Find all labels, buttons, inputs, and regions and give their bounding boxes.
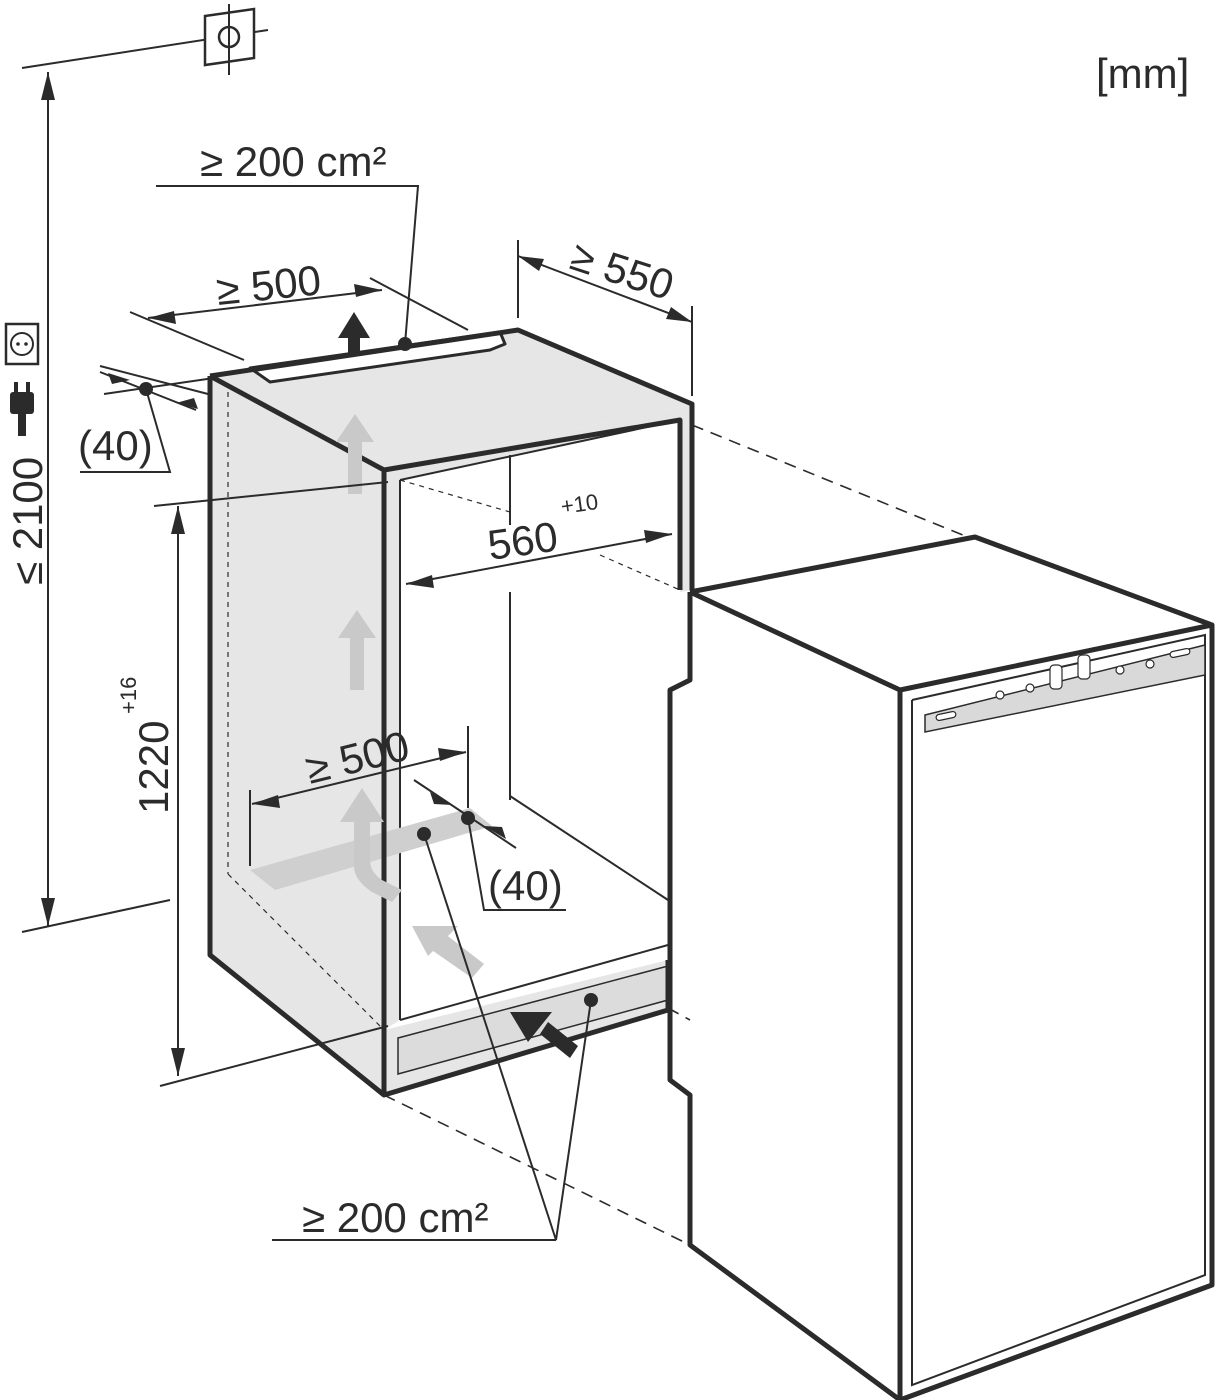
cabinet-niche [207, 327, 695, 1098]
exhaust-arrow [338, 312, 370, 354]
control-panel [924, 644, 1206, 733]
depth-label: ≥ 550 [565, 232, 679, 309]
niche-width-label: 560 [485, 513, 561, 569]
intake-arrow [510, 1012, 578, 1058]
wall-fixing-icon [21, 4, 269, 75]
niche-height-dimension: 1220 +16 [116, 481, 389, 1087]
mains-plug-icon [10, 382, 34, 436]
refrigerator-appliance [667, 534, 1215, 1400]
control-panel-icons [935, 647, 1191, 722]
bottom-gap-label: (40) [488, 862, 563, 909]
top-vent-width-label: ≥ 500 [214, 256, 323, 314]
airflow-arrows-internal [336, 414, 484, 978]
niche-width-tolerance: +10 [559, 489, 599, 519]
niche-height-label: 1220 [130, 721, 177, 814]
top-gap-dimension: (40) [78, 365, 215, 473]
top-vent-area-callout: ≥ 200 cm² [156, 138, 420, 351]
niche-height-tolerance: +16 [116, 677, 141, 714]
bottom-vent-area-label: ≥ 200 cm² [302, 1194, 488, 1241]
niche-width-dimension: 560 +10 [405, 489, 673, 588]
top-vent-width-dimension: ≥ 500 [129, 256, 469, 361]
bottom-vent-area-callout: ≥ 200 cm² [272, 827, 598, 1241]
power-socket-icon [4, 322, 40, 366]
max-height-label: ≤ 2100 [4, 457, 51, 585]
bottom-gap-dimension: (40) [413, 779, 566, 911]
unit-label: [mm] [1096, 50, 1189, 97]
max-height-dimension: ≤ 2100 [4, 72, 171, 933]
top-gap-label: (40) [78, 422, 153, 469]
top-vent-area-label: ≥ 200 cm² [200, 138, 386, 185]
airflow-arrow-icon [336, 312, 578, 1058]
